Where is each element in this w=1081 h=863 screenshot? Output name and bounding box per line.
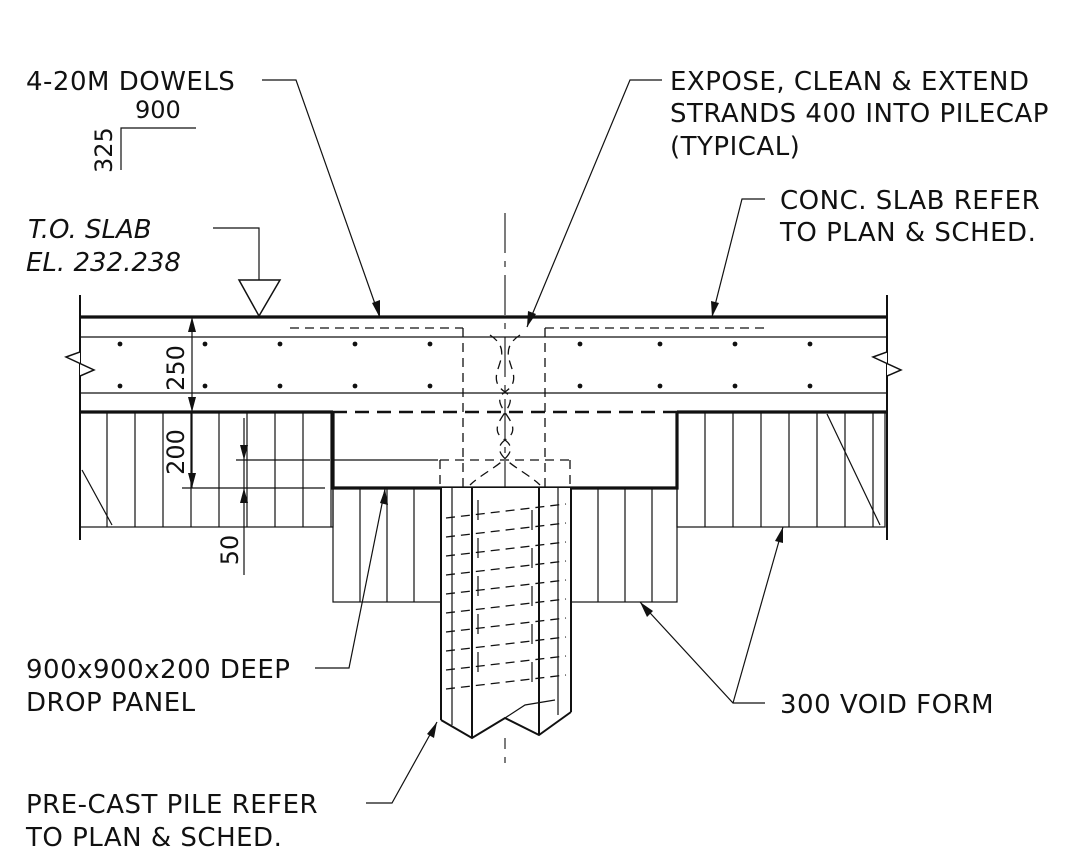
dimension-50: 50	[216, 418, 330, 575]
dimension-250: 250	[162, 317, 196, 412]
pile-label-1: PRE-CAST PILE REFER	[26, 790, 318, 820]
drop-panel-label-1: 900x900x200 DEEP	[26, 655, 290, 685]
dimension-200: 200	[162, 412, 325, 489]
dowel-dim-325: 325	[90, 127, 118, 173]
slab-label-1: CONC. SLAB REFER	[780, 186, 1040, 216]
slab-rebar-dots	[117, 341, 813, 389]
dowels-label: 4-20M DOWELS	[26, 67, 235, 97]
drop-panel-label-2: DROP PANEL	[26, 688, 196, 718]
top-of-slab-marker: T.O. SLAB EL. 232.238	[26, 215, 282, 318]
leader-lines	[262, 79, 784, 804]
dim-250-text: 250	[162, 345, 190, 391]
dowel-dim-900: 900	[135, 96, 181, 124]
void-form-hatch-right	[676, 411, 886, 528]
tos-label-1: T.O. SLAB	[28, 215, 152, 245]
concrete-slab	[64, 295, 903, 540]
precast-pile	[440, 488, 572, 740]
dim-50-text: 50	[216, 535, 244, 566]
strands-label-3: (TYPICAL)	[670, 132, 800, 162]
strands-label-1: EXPOSE, CLEAN & EXTEND	[670, 67, 1030, 97]
dim-200-text: 200	[162, 429, 190, 475]
pile-label-2: TO PLAN & SCHED.	[25, 823, 282, 853]
void-form-hatch-left	[79, 411, 334, 528]
dowel-bend-dimension: 900 325	[90, 96, 196, 173]
slab-label-2: TO PLAN & SCHED.	[779, 218, 1036, 248]
void-form-label: 300 VOID FORM	[780, 690, 994, 720]
tos-label-2: EL. 232.238	[26, 248, 181, 278]
strands-label-2: STRANDS 400 INTO PILECAP	[670, 99, 1049, 129]
